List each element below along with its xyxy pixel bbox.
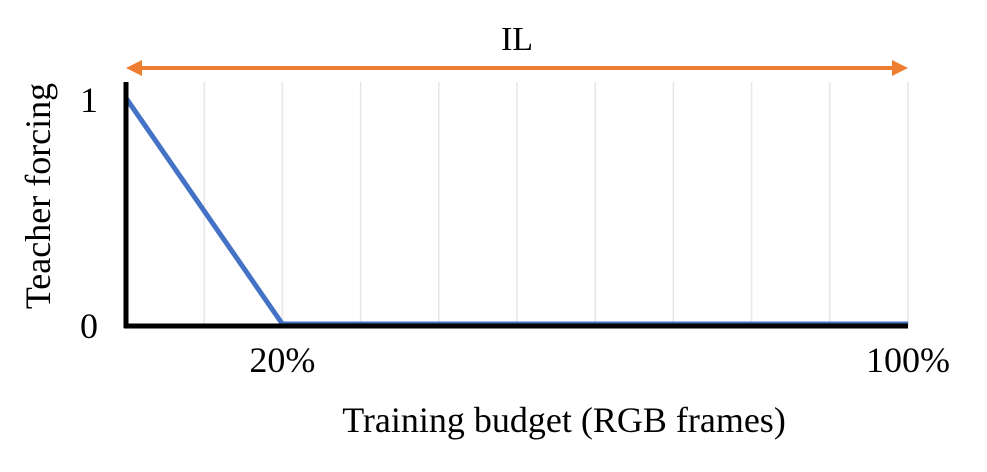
il-arrowhead-right xyxy=(892,60,908,76)
gridlines xyxy=(203,82,909,326)
x-tick-label: 20% xyxy=(249,340,315,380)
y-tick-label: 1 xyxy=(80,80,98,120)
x-axis-title: Training budget (RGB frames) xyxy=(342,400,786,440)
x-tick-label: 100% xyxy=(866,340,950,380)
tick-labels: 20% 100% 0 1 xyxy=(80,80,950,380)
y-tick-label: 0 xyxy=(80,306,98,346)
annotation-layer: IL xyxy=(126,21,908,76)
il-label: IL xyxy=(501,21,533,58)
il-arrowhead-left xyxy=(126,60,142,76)
axes xyxy=(123,82,908,329)
y-axis-title: Teacher forcing xyxy=(18,83,58,309)
